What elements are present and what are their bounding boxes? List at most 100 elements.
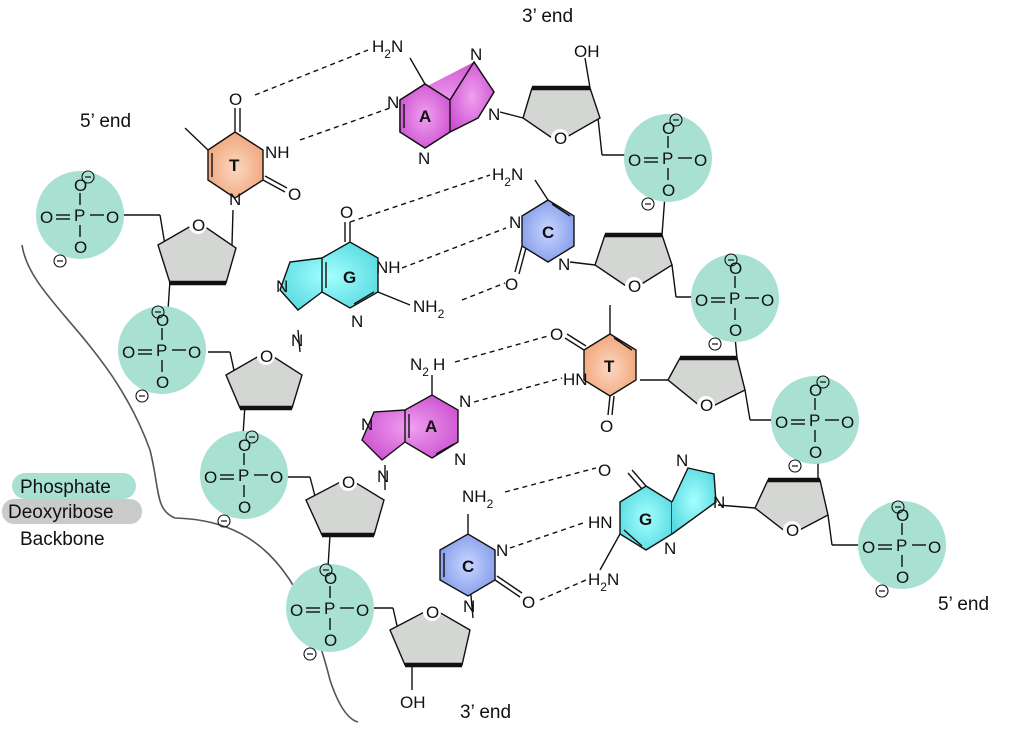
svg-text:O: O: [505, 275, 518, 294]
atom-label: O: [695, 291, 708, 310]
svg-text:O: O: [550, 325, 563, 344]
atom-label: O: [662, 181, 675, 200]
legend-brace: [21, 244, 359, 723]
svg-text:N: N: [509, 213, 521, 232]
atom-label: O: [896, 568, 909, 587]
phosphate-circle: [771, 376, 859, 464]
svg-text:O: O: [229, 90, 242, 109]
label-5-end-right: 5’ end: [938, 594, 989, 615]
base-letter-t: T: [604, 357, 615, 376]
phosphate-circle: [624, 114, 712, 202]
atom-label: O: [122, 343, 135, 362]
atom-label: O: [74, 238, 87, 257]
legend-deoxyribose-swatch: [2, 499, 142, 524]
svg-text:O: O: [600, 417, 613, 436]
hydroxyl-top: OH: [574, 42, 600, 61]
sugars: [157, 85, 829, 668]
phosphate-circle: [858, 501, 946, 589]
label-3-end-bottom: 3’ end: [460, 702, 511, 723]
base-letter-c: C: [462, 557, 474, 576]
legend-deoxyribose-label: Deoxyribose: [8, 502, 114, 523]
atom-label: O: [290, 601, 303, 620]
atom-label: O: [74, 176, 87, 195]
atom-label: O: [809, 381, 822, 400]
atom-label: O: [628, 151, 641, 170]
svg-text:H2N: H2N: [372, 37, 403, 61]
svg-text:O: O: [522, 593, 535, 612]
svg-text:N: N: [387, 93, 399, 112]
svg-text:O: O: [598, 461, 611, 480]
atom-label: O: [775, 413, 788, 432]
deoxyribose-sugar: [594, 232, 673, 291]
svg-text:NH: NH: [265, 143, 290, 162]
svg-text:N: N: [488, 105, 500, 124]
base-guanine-left: O NH N N N NH2 G: [276, 203, 445, 350]
svg-text:N: N: [676, 451, 688, 470]
svg-text:O: O: [628, 277, 641, 296]
atom-label: O: [204, 468, 217, 487]
atom-label: O: [238, 498, 251, 517]
atom-label: O: [238, 436, 251, 455]
svg-text:NH2: NH2: [462, 487, 494, 511]
svg-text:N: N: [291, 331, 303, 350]
atom-label: O: [694, 151, 707, 170]
svg-text:O: O: [340, 203, 353, 222]
atom-label: O: [40, 208, 53, 227]
svg-text:O: O: [342, 473, 355, 492]
sugar-ring-oxygens: O O O O O O O O: [189, 129, 801, 622]
svg-text:N: N: [276, 277, 288, 296]
legend: Phosphate Deoxyribose Backbone: [2, 244, 359, 723]
atom-label: O: [156, 373, 169, 392]
atom-label: O: [270, 468, 283, 487]
svg-text:NH: NH: [376, 258, 401, 277]
atom-label: P: [74, 206, 85, 225]
base-letter-t: T: [229, 156, 240, 175]
hydrogen-bonds: [254, 49, 597, 601]
atom-label: O: [324, 569, 337, 588]
svg-text:N: N: [664, 539, 676, 558]
svg-text:N: N: [459, 392, 471, 411]
svg-text:O: O: [700, 396, 713, 415]
svg-text:N2H: N2H: [410, 355, 445, 379]
legend-phosphate-swatch: [12, 473, 136, 499]
atom-label: O: [809, 443, 822, 462]
atom-label: P: [662, 149, 673, 168]
svg-text:N: N: [558, 255, 570, 274]
svg-text:N: N: [470, 45, 482, 64]
svg-text:H2N: H2N: [588, 570, 619, 594]
svg-text:H2N: H2N: [492, 165, 523, 189]
atom-label: P: [324, 599, 335, 618]
atom-label: P: [809, 411, 820, 430]
atom-label: O: [896, 506, 909, 525]
deoxyribose-sugar: [522, 85, 601, 143]
atom-label: O: [324, 631, 337, 650]
base-letter-a: A: [425, 417, 437, 436]
svg-text:O: O: [192, 216, 205, 235]
atom-label: O: [106, 208, 119, 227]
svg-text:N: N: [229, 190, 241, 209]
svg-text:N: N: [454, 450, 466, 469]
legend-backbone-label: Backbone: [20, 529, 105, 550]
svg-text:HN: HN: [588, 513, 613, 532]
svg-text:O: O: [554, 129, 567, 148]
phosphate-circle: [200, 431, 288, 519]
base-cytosine-left: NH2 N N O C: [439, 487, 535, 616]
atom-label: O: [662, 119, 675, 138]
phosphate-circle: [286, 564, 374, 652]
base-letter-c: C: [542, 223, 554, 242]
label-3-end-top: 3’ end: [522, 6, 573, 27]
svg-text:O: O: [426, 603, 439, 622]
phosphate-circle: [691, 254, 779, 342]
base-letter-a: A: [419, 107, 431, 126]
base-letter-g: G: [343, 268, 356, 287]
svg-text:N: N: [361, 415, 373, 434]
label-5-end-left: 5’ end: [80, 111, 131, 132]
phosphate-circle: [118, 306, 206, 394]
svg-text:N: N: [377, 467, 389, 486]
base-thymine-right: O HN O T: [550, 305, 637, 436]
